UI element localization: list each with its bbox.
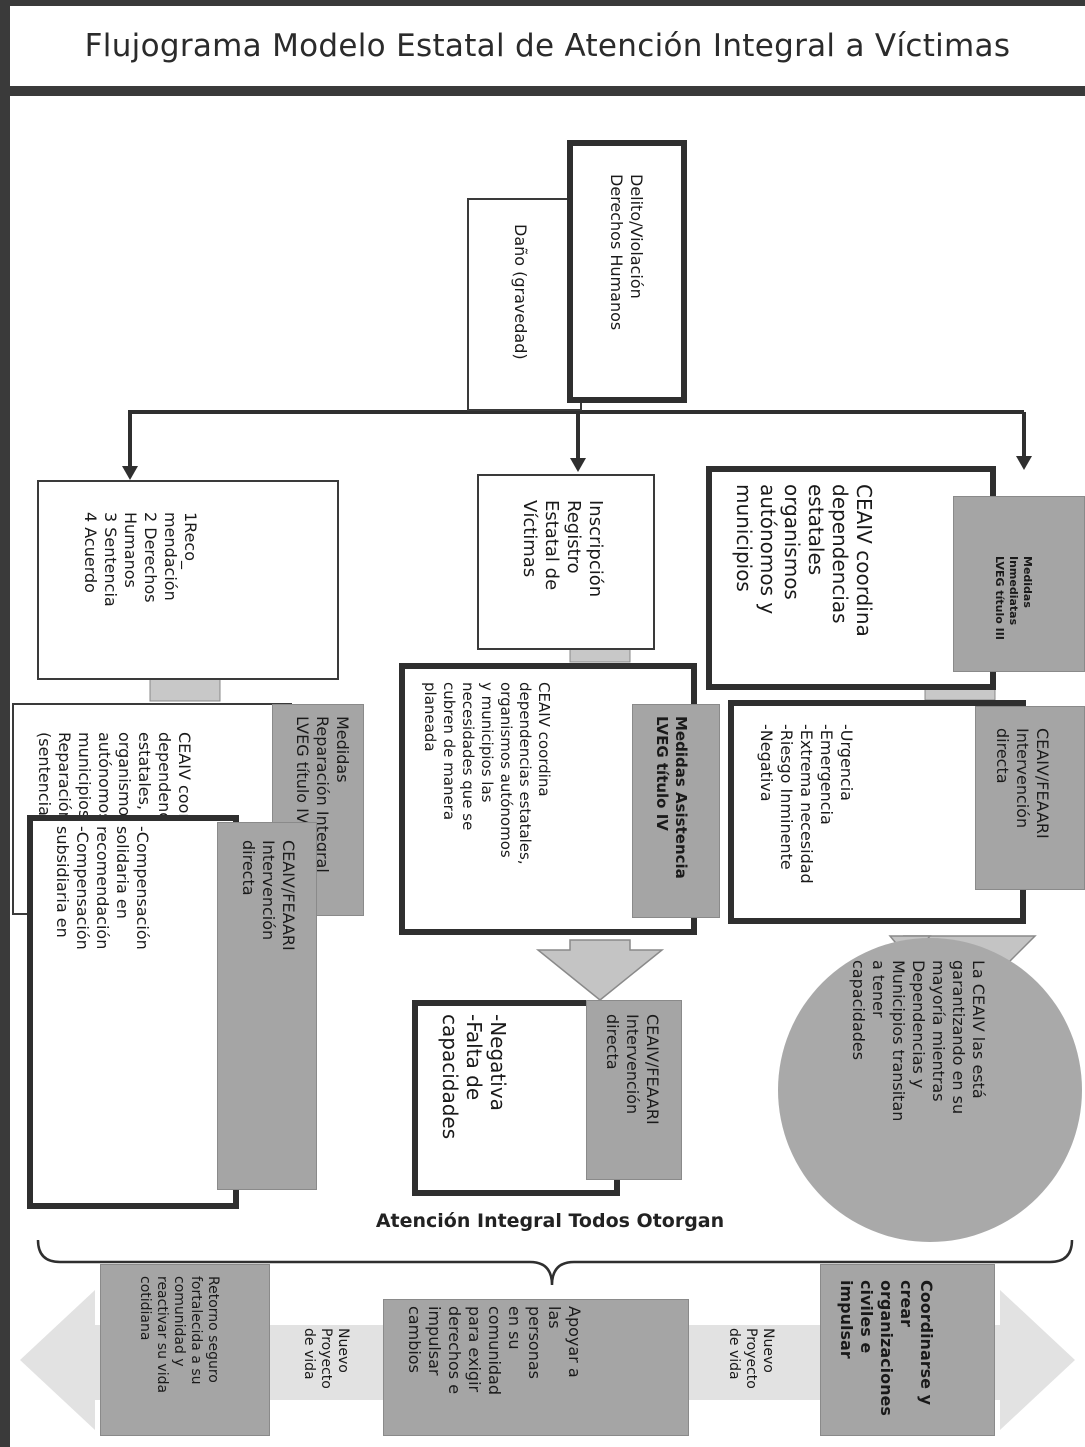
connector-left [149,678,221,702]
title-bar: Flujograma Modelo Estatal de Atención In… [10,6,1085,96]
bottom-bracket [36,1239,1074,1286]
capacity-circle [778,938,1082,1242]
atencion-integral-label: Atención Integral Todos Otorgan [375,1210,725,1232]
asistencia-badge [632,704,720,918]
nuevo-proyecto-right: Nuevo Proyecto de vida [726,1328,776,1389]
asistencia-body: CEAIV coordina dependencias estatales, o… [421,682,553,865]
ceaiv-coordina-top-text: CEAIV coordina dependencias estatales or… [732,484,876,637]
reparacion-label: Medidas Reparación Integral LVEG título … [293,716,352,873]
intervencion-left-body: -Compensación solidaria en recomendación… [53,826,152,950]
intervencion-left-label: CEAIV/FEAARI Intervención directa [239,840,298,951]
nuevo-proyecto-left: Nuevo Proyecto de vida [301,1328,351,1389]
connector-mid [569,647,631,663]
inscripcion-box [477,474,655,650]
arrowhead-left [122,466,138,480]
coordinarse-box [820,1264,995,1436]
page-title: Flujograma Modelo Estatal de Atención In… [84,28,1011,64]
intervencion-mid-badge [586,1000,682,1180]
medidas-inmediatas-badge [953,496,1085,672]
inscripcion-text: Inscripción Registro Estatal de Víctimas [519,500,606,598]
coordinarse-text: Coordinarse y crear organizaciones civil… [837,1280,936,1416]
ceaiv-coordina-top-box [706,466,996,690]
asistencia-label: Medidas Asistencia LVEG título IV [653,716,690,879]
arrowhead-mid [570,458,586,472]
circle-text: La CEAIV las está garantizando en su may… [849,960,988,1122]
intervencion-right-label: CEAIV/FEAARI Intervención directa [993,728,1052,839]
intervencion-mid-box [412,1000,620,1196]
intervencion-right-badge [975,706,1085,890]
intervencion-left-box [27,815,239,1209]
intervencion-mid-label: CEAIV/FEAARI Intervención directa [603,1014,662,1125]
arrowhead-right [1016,456,1032,470]
intervencion-right-body: -Urgencia -Emergencia -Extrema necesidad… [757,724,856,884]
intervencion-left-badge [217,822,317,1190]
retorno-box [100,1264,270,1436]
apoyar-box [383,1299,689,1436]
apoyar-text: Apoyar a las personas en su comunidad pa… [405,1306,584,1396]
dano-text: Daño (gravedad) [511,224,530,360]
big-arrow-mid [535,939,665,1001]
delito-text: Delito/Violación Derechos Humanos [607,174,646,331]
recomendacion-text: 1Reco_ mendación 2 Derechos Humanos 3 Se… [81,512,200,607]
delito-box [567,140,687,403]
medidas-inmediatas-text: Medidas Inmediatas LVEG título III [993,556,1034,640]
retorno-text: Retorno seguro fortalecida a su comunida… [137,1276,221,1394]
intervencion-mid-body: -Negativa -Falta de capacidades [438,1014,510,1140]
recomendacion-box [37,480,339,680]
